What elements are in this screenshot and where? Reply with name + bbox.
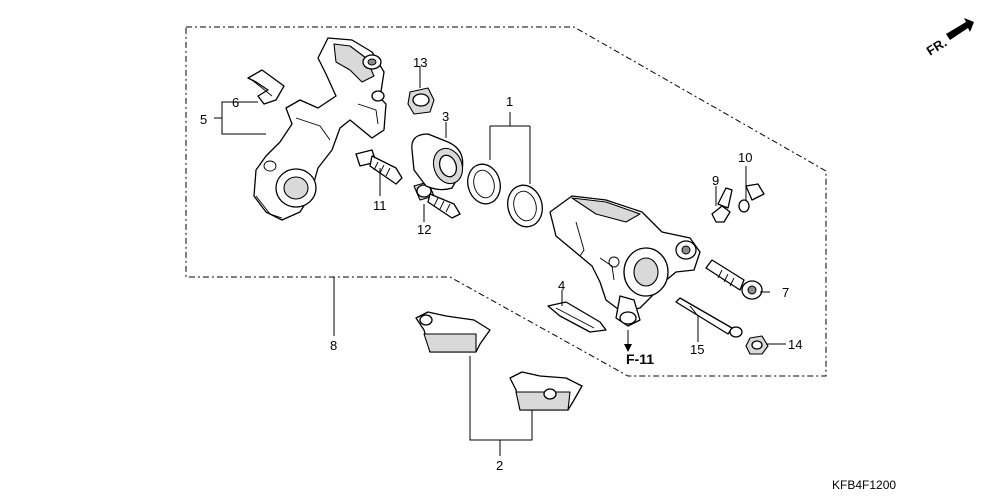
direction-label: FR. [924,35,950,59]
front-direction-arrow: FR. [924,18,974,59]
callout-14: 14 [788,337,802,352]
callout-11: 11 [373,198,387,213]
callout-10: 10 [738,150,752,165]
assembly-boundary [185,26,827,377]
callout-8: 8 [330,338,337,353]
caliper-bracket [253,37,387,221]
diagram-code: KFB4F1200 [832,478,896,492]
pad-retainer-clip [247,69,285,105]
brake-pad-lower [509,371,583,411]
caliper-body [549,195,701,327]
callout-9: 9 [712,173,719,188]
callout-1: 1 [506,94,513,109]
callout-7: 7 [782,285,789,300]
pad-pin [675,297,743,338]
callout-15: 15 [690,342,704,357]
pad-spring [547,301,607,333]
callout-13: 13 [413,55,427,70]
callout-2: 2 [496,458,503,473]
leader-lines [214,66,786,456]
caliper-piston [411,133,464,191]
pin-bolt [355,149,403,185]
bleeder-screw [711,187,733,223]
callout-3: 3 [442,109,449,124]
callout-4: 4 [558,278,565,293]
callout-5: 5 [200,112,207,127]
bleeder-cap-small [738,183,765,213]
reference-label: F-11 [626,351,654,367]
callout-6: 6 [232,95,239,110]
piston-seal-set [467,163,543,228]
slide-pin [705,259,763,300]
bleeder-cap [407,87,435,115]
nut [745,335,769,355]
brake-pad-upper [415,311,491,353]
callout-12: 12 [417,222,431,237]
